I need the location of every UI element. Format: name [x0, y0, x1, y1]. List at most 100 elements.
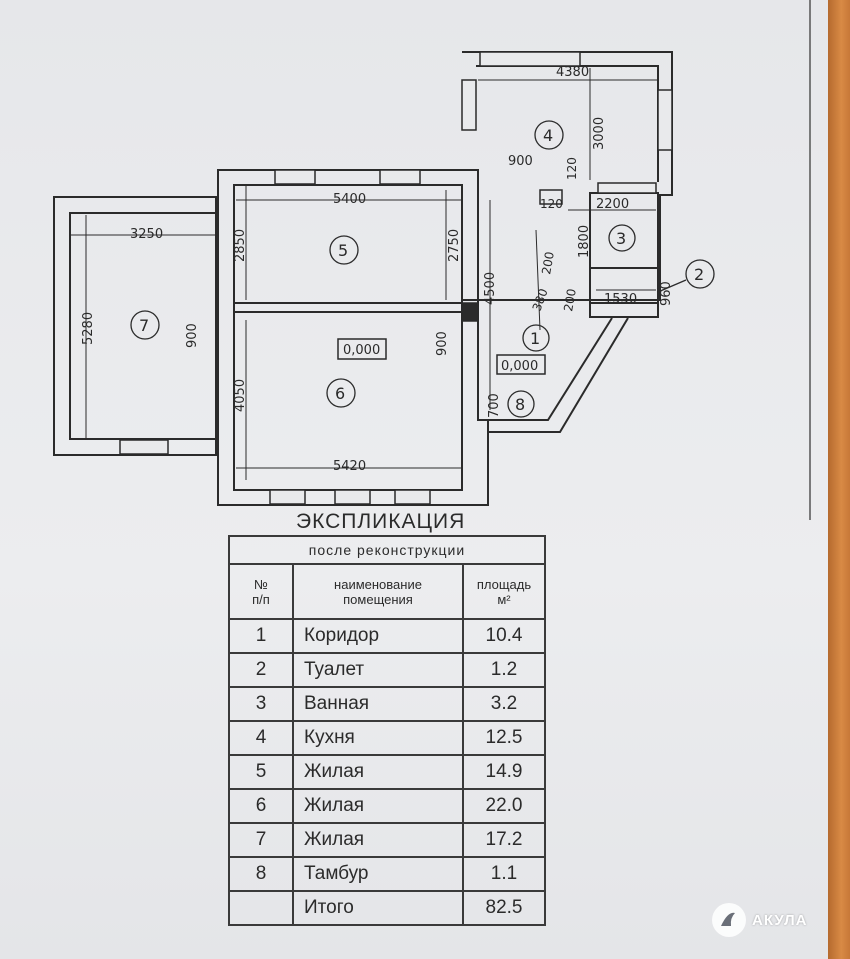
row-name: Жилая [292, 822, 464, 858]
dim-3250: 3250 [130, 227, 163, 242]
shark-fin-icon [712, 903, 746, 937]
watermark-brand: АКУЛА [752, 911, 808, 929]
row-area: 10.4 [462, 618, 546, 654]
dim-3000: 3000 [592, 117, 607, 150]
explication-title: ЭКСПЛИКАЦИЯ [296, 510, 466, 533]
window [119, 439, 169, 455]
dim-5280: 5280 [81, 312, 96, 345]
dim-120b: 120 [540, 197, 563, 211]
table-subtitle: после реконструкции [228, 535, 546, 565]
row-num: 8 [228, 856, 294, 892]
table-subtitle-row: после реконструкции [228, 535, 546, 565]
dim-960: 960 [659, 281, 674, 306]
total-num-cell [228, 890, 294, 926]
stove-counter [539, 189, 563, 205]
explication-table: после реконструкции № п/п наименование п… [228, 535, 546, 926]
window [269, 489, 306, 505]
header-name: наименование помещения [292, 563, 464, 620]
window [479, 51, 581, 67]
kitchen-counter [597, 182, 657, 194]
row-name: Коридор [292, 618, 464, 654]
dim-4380: 4380 [556, 65, 589, 80]
row-area: 3.2 [462, 686, 546, 722]
watermark: АКУЛА [712, 898, 842, 942]
dim-900a: 900 [508, 154, 533, 169]
wooden-edge [828, 0, 850, 959]
dim-700: 700 [487, 393, 502, 418]
dim-5420: 5420 [333, 459, 366, 474]
room-6-number: 6 [335, 384, 345, 403]
dim-2200: 2200 [596, 197, 629, 212]
dim-200a: 200 [539, 251, 557, 276]
row-area: 14.9 [462, 754, 546, 790]
room-3-number: 3 [616, 229, 626, 248]
kitchen-outer-wall [462, 51, 673, 301]
corridor-diagonal-wall [488, 317, 613, 421]
column [461, 302, 479, 322]
dim-200b: 200 [561, 288, 579, 313]
window [274, 169, 316, 185]
header-area: площадь м² [462, 563, 546, 620]
room-4-number: 4 [543, 126, 553, 145]
row-name: Ванная [292, 686, 464, 722]
table-total-row: Итого 82.5 [228, 890, 546, 926]
row-name: Тамбур [292, 856, 464, 892]
level-corridor-box [496, 354, 546, 375]
row-num: 6 [228, 788, 294, 824]
dim-2750: 2750 [447, 229, 462, 262]
level-main: 0,000 [343, 343, 380, 358]
header-num: № п/п [228, 563, 294, 620]
row-num: 2 [228, 652, 294, 688]
main-inner-wall [233, 184, 463, 491]
dim-4500: 4500 [483, 272, 498, 305]
dim-4050: 4050 [233, 379, 248, 412]
dim-1800: 1800 [577, 225, 592, 258]
total-area: 82.5 [462, 890, 546, 926]
floor-plan: 4380 3000 900 120 120 2200 1800 200 200 … [53, 0, 811, 520]
row-area: 17.2 [462, 822, 546, 858]
window [394, 489, 431, 505]
walls [53, 51, 673, 506]
toilet-wall [589, 302, 659, 318]
room-7-inner-wall [69, 212, 217, 440]
row-area: 1.2 [462, 652, 546, 688]
level-corridor: 0,000 [501, 359, 538, 374]
row-num: 5 [228, 754, 294, 790]
row-name: Жилая [292, 788, 464, 824]
dim-5400: 5400 [333, 192, 366, 207]
dimension-lines [70, 68, 658, 480]
row-name: Кухня [292, 720, 464, 756]
room-markers [130, 120, 715, 418]
row-name: Туалет [292, 652, 464, 688]
dim-900b: 900 [185, 323, 200, 348]
window [461, 79, 477, 131]
room-2-number: 2 [694, 265, 704, 284]
window [657, 89, 673, 151]
dim-1530: 1530 [604, 292, 637, 307]
dim-900c: 900 [435, 331, 450, 356]
level-mark-box [337, 338, 387, 360]
window [334, 489, 371, 505]
dim-120a: 120 [565, 157, 579, 180]
row-area: 12.5 [462, 720, 546, 756]
row-num: 7 [228, 822, 294, 858]
total-label: Итого [292, 890, 464, 926]
windows [119, 51, 673, 505]
row-area: 22.0 [462, 788, 546, 824]
row-num: 1 [228, 618, 294, 654]
room-8-number: 8 [515, 395, 525, 414]
dim-380: 380 [530, 287, 551, 313]
row-num: 3 [228, 686, 294, 722]
row-area: 1.1 [462, 856, 546, 892]
dim-2850: 2850 [233, 229, 248, 262]
room-5-number: 5 [338, 241, 348, 260]
room-7-number: 7 [139, 316, 149, 335]
